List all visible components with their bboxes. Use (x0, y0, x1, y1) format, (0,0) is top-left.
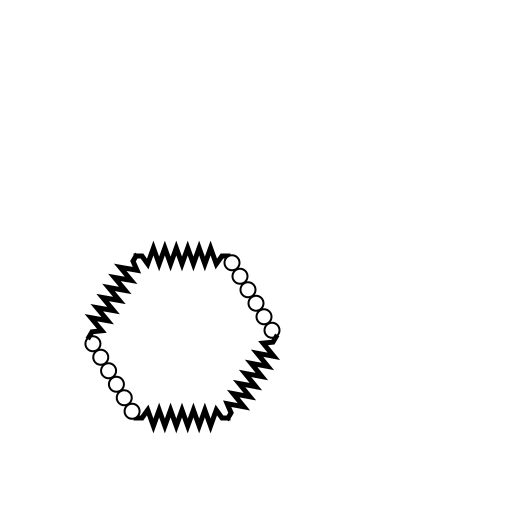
bead-1-3 (247, 294, 265, 312)
zigzag-spring-5 (84, 252, 142, 341)
bead-1-4 (255, 308, 273, 326)
bead-1-2 (239, 281, 257, 299)
bead-chain-1 (223, 254, 281, 339)
bead-4-4 (92, 348, 110, 366)
bead-1-1 (231, 267, 249, 285)
bead-1-0 (223, 254, 241, 272)
bead-4-2 (107, 375, 125, 393)
zigzag-spring-3 (133, 402, 231, 434)
bead-4-3 (100, 362, 118, 380)
zigzag-spring-2 (223, 333, 281, 422)
bead-4-1 (115, 389, 133, 407)
zigzag-spring-0 (133, 240, 231, 272)
bead-chain-4 (84, 335, 141, 420)
hexagon-sides (84, 240, 281, 434)
bead-4-5 (84, 335, 102, 353)
bead-4-0 (123, 402, 141, 420)
